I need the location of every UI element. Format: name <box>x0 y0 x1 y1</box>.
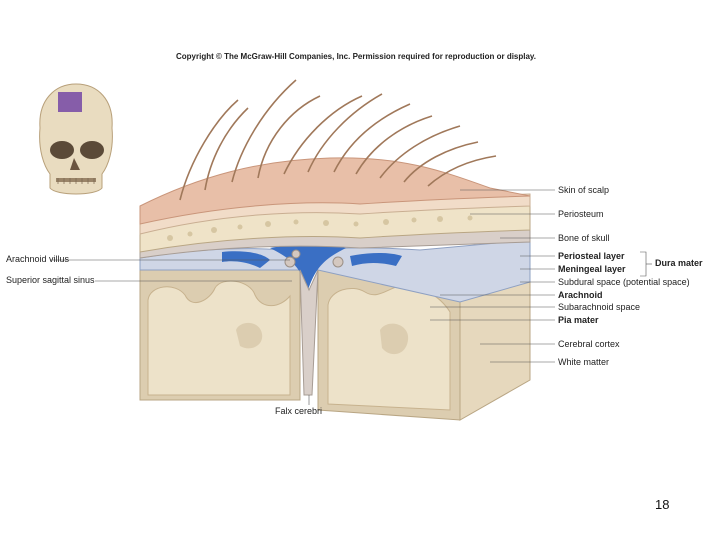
label-falx-cerebri: Falx cerebri <box>275 406 322 417</box>
arachnoid-villus <box>285 257 295 267</box>
label-arachnoid-villus: Arachnoid villus <box>6 254 69 265</box>
label-meningeal-layer: Meningeal layer <box>558 264 626 275</box>
falx-cerebri <box>300 270 318 395</box>
label-skin-of-scalp: Skin of scalp <box>558 185 609 196</box>
label-cerebral-cortex: Cerebral cortex <box>558 339 620 350</box>
label-bone-of-skull: Bone of skull <box>558 233 610 244</box>
label-subarachnoid-space: Subarachnoid space <box>558 302 640 313</box>
label-arachnoid: Arachnoid <box>558 290 603 301</box>
label-white-matter: White matter <box>558 357 609 368</box>
region-highlight <box>58 92 82 112</box>
label-periosteal-layer: Periosteal layer <box>558 251 625 262</box>
label-subdural-space: Subdural space (potential space) <box>558 277 690 288</box>
page-number: 18 <box>655 497 669 512</box>
label-pia-mater: Pia mater <box>558 315 599 326</box>
label-dura-mater: Dura mater <box>655 258 703 269</box>
skull-thumbnail <box>40 84 113 194</box>
label-superior-sagittal-sinus: Superior sagittal sinus <box>6 275 95 286</box>
label-periosteum: Periosteum <box>558 209 604 220</box>
